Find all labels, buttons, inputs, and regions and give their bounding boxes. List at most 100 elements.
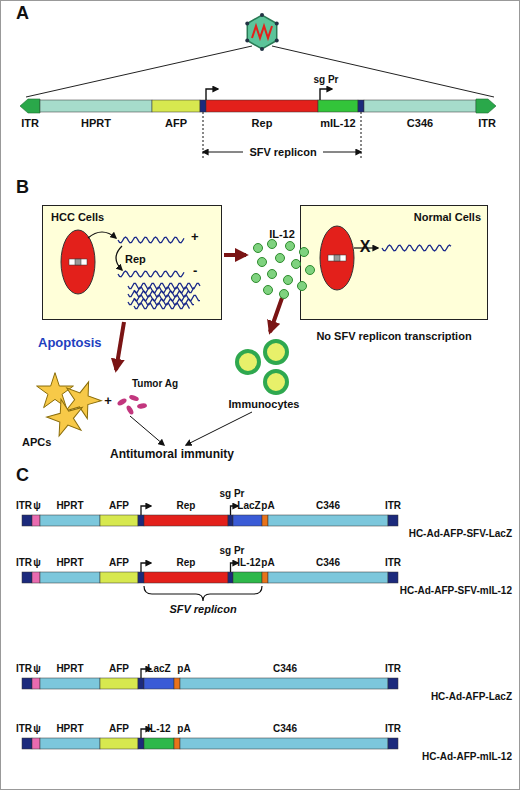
tumor-antigen — [128, 394, 139, 402]
polya-signal — [262, 515, 268, 526]
il12-molecule — [292, 260, 301, 269]
insert-line — [26, 46, 252, 97]
c346-stuffer — [180, 678, 388, 689]
span-arrow — [203, 152, 243, 153]
segment-label: IL-12 — [147, 723, 170, 734]
process-label: Apoptosis — [38, 336, 102, 350]
amplified-rna — [134, 303, 190, 308]
il12-molecule — [284, 276, 293, 285]
region-label: SFV replicon — [249, 146, 316, 158]
absent-rna — [382, 245, 451, 251]
cell-title: Normal Cells — [414, 211, 481, 223]
il12-molecule — [300, 248, 309, 257]
apc-cell — [59, 376, 106, 421]
amplified-rna — [128, 299, 194, 304]
itr-segment — [22, 572, 32, 583]
capsid-spike — [275, 22, 279, 26]
construct-name: HC-Ad-AFP-SFV-mIL-12 — [400, 585, 512, 596]
construct-name: HC-Ad-AFP-LacZ — [431, 691, 512, 702]
subgenomic-promoter — [228, 572, 233, 583]
itr-arrow — [476, 99, 496, 113]
afp-promoter — [100, 515, 138, 526]
c346-stuffer — [268, 515, 388, 526]
junction — [138, 678, 144, 689]
promoter-arrow — [141, 669, 151, 678]
cell-annotation: + — [191, 230, 199, 244]
promoter-arrow — [206, 89, 218, 100]
hprt-stuffer — [40, 678, 100, 689]
c346-stuffer — [180, 738, 388, 749]
plus-sign: + — [104, 394, 112, 408]
segment-label: Rep — [177, 500, 196, 511]
polya-signal — [174, 738, 180, 749]
amplified-rna — [134, 287, 194, 292]
afp-promoter — [100, 572, 138, 583]
segment-label: AFP — [165, 117, 187, 129]
amplified-rna — [134, 295, 200, 300]
itr-segment — [388, 738, 398, 749]
panel-letter: C — [16, 466, 29, 486]
segment-label: C346 — [407, 117, 433, 129]
dotted-guide — [361, 112, 362, 160]
promoter-label: sg Pr — [313, 74, 338, 85]
promoter-arrow — [141, 506, 151, 515]
span-arrow — [323, 152, 361, 153]
dna-insert — [69, 259, 87, 265]
hprt-stuffer — [40, 738, 100, 749]
segment-label: AFP — [109, 500, 129, 511]
il12-molecule — [268, 270, 277, 279]
construct-name: HC-Ad-AFP-SFV-LacZ — [409, 528, 512, 539]
segment-label: ITR — [385, 500, 401, 511]
afp-promoter — [152, 100, 200, 112]
rep-gene — [206, 100, 318, 112]
promoter-arrow — [231, 563, 239, 572]
segment-label: ITR — [478, 117, 496, 129]
antigen-label: Tumor Ag — [132, 378, 178, 389]
replication-arrow — [116, 246, 122, 270]
segment-label: ITR — [21, 117, 39, 129]
c346-stuffer — [268, 572, 388, 583]
cell-title: HCC Cells — [51, 211, 104, 223]
thick-arrow — [270, 298, 282, 332]
segment-label: LacZ — [147, 663, 170, 674]
viral-genome — [252, 26, 272, 38]
itr-segment — [22, 738, 32, 749]
cell-box: Normal CellsX — [300, 205, 488, 320]
cytokine-label: IL-12 — [269, 228, 295, 240]
il12-molecule — [276, 254, 285, 263]
transgene — [144, 678, 174, 689]
junction — [358, 100, 364, 112]
amplified-rna — [128, 283, 200, 288]
transgene — [233, 515, 262, 526]
note-label: No SFV replicon transcription — [316, 330, 471, 342]
tumor-antigen — [125, 404, 134, 415]
subgenomic-promoter — [228, 515, 233, 526]
itr-segment — [388, 678, 398, 689]
afp-promoter — [100, 678, 138, 689]
immunocyte — [265, 371, 287, 393]
packaging-signal — [32, 515, 40, 526]
transgene — [233, 572, 262, 583]
segment-label: pA — [261, 557, 274, 568]
afp-promoter — [100, 738, 138, 749]
nucleus — [61, 230, 95, 294]
cell-label: Immunocytes — [229, 398, 300, 410]
capsid-spike — [260, 13, 264, 17]
blocked-arrow — [354, 247, 378, 248]
junction — [138, 572, 144, 583]
converging-arrow — [130, 416, 164, 445]
immunocyte — [265, 341, 287, 363]
il12-molecule — [264, 286, 273, 295]
dna-insert — [328, 255, 346, 261]
promoter-label: sg Pr — [219, 545, 244, 556]
promoter-label: sg Pr — [219, 488, 244, 499]
packaging-signal — [32, 572, 40, 583]
capsid-spike — [275, 39, 279, 43]
c346-stuffer — [364, 100, 476, 112]
il12-molecule — [298, 282, 307, 291]
thick-arrow — [224, 253, 246, 257]
segment-label: C346 — [273, 723, 297, 734]
segment-label: ψ — [33, 663, 41, 674]
segment-label: pA — [261, 500, 274, 511]
